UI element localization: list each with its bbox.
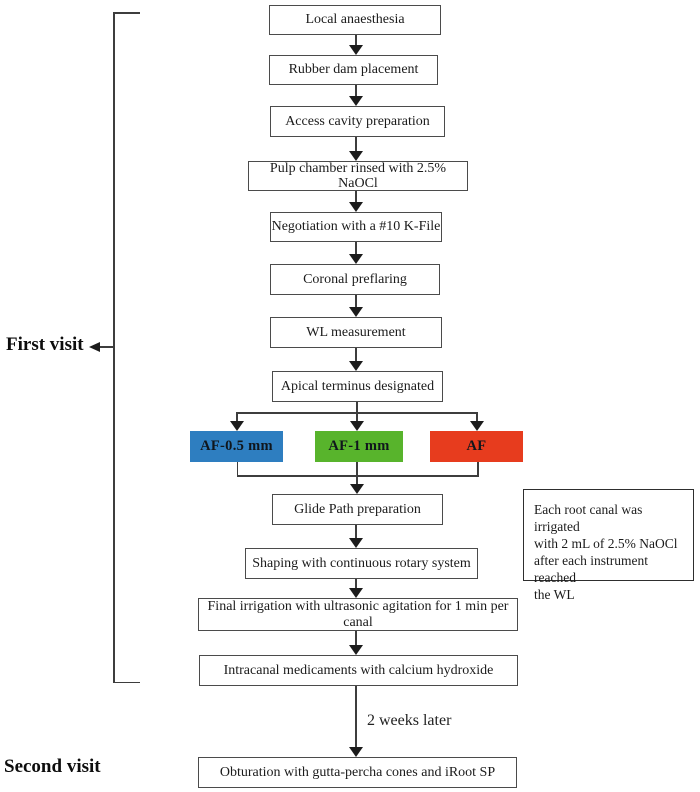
arrow-down	[349, 348, 363, 371]
arrow-down	[230, 412, 244, 431]
step-shaping-rotary: Shaping with continuous rotary system	[245, 548, 478, 579]
first-visit-label: First visit	[6, 334, 84, 355]
first-visit-arrowhead-icon	[89, 341, 100, 352]
note-line: after each instrument reached	[534, 553, 648, 585]
step-local-anaesthesia: Local anaesthesia	[269, 5, 441, 35]
first-visit-arrow-stem	[99, 346, 114, 348]
irrigation-note-box: Each root canal was irrigated with 2 mL …	[523, 489, 694, 602]
interval-label: 2 weeks later	[367, 712, 452, 729]
arrow-down	[349, 191, 363, 212]
branch-af-05mm: AF-0.5 mm	[190, 431, 283, 462]
note-line: the WL	[534, 587, 575, 602]
step-apical-terminus: Apical terminus designated	[272, 371, 443, 402]
merge-stem-left	[236, 462, 238, 476]
arrow-down	[349, 579, 363, 598]
step-negotiation: Negotiation with a #10 K-File	[270, 212, 442, 242]
step-glide-path: Glide Path preparation	[272, 494, 443, 525]
first-visit-bracket-bottom-cap	[113, 681, 140, 683]
arrow-down	[349, 242, 363, 264]
arrow-down	[349, 525, 363, 548]
note-line: Each root canal was irrigated	[534, 502, 643, 534]
step-intracanal-medicaments: Intracanal medicaments with calcium hydr…	[199, 655, 518, 686]
merge-stem-right	[477, 462, 479, 476]
arrow-down	[350, 475, 364, 494]
first-visit-bracket-line	[113, 12, 115, 683]
arrow-down	[350, 412, 364, 431]
arrow-down	[349, 295, 363, 317]
arrow-down	[470, 412, 484, 431]
step-wl-measurement: WL measurement	[270, 317, 442, 348]
branch-split-stem	[356, 402, 358, 413]
step-rubber-dam: Rubber dam placement	[269, 55, 438, 85]
first-visit-bracket-top-cap	[113, 12, 140, 14]
step-pulp-chamber-rinse: Pulp chamber rinsed with 2.5% NaOCl	[248, 161, 468, 191]
arrow-down	[349, 631, 363, 655]
step-access-cavity: Access cavity preparation	[270, 106, 445, 137]
note-line: with 2 mL of 2.5% NaOCl	[534, 536, 678, 551]
step-obturation: Obturation with gutta-percha cones and i…	[198, 757, 517, 788]
branch-af: AF	[430, 431, 523, 462]
arrow-down	[349, 137, 363, 161]
branch-af-1mm: AF-1 mm	[315, 431, 403, 462]
step-coronal-preflaring: Coronal preflaring	[270, 264, 440, 295]
merge-stem-center	[356, 462, 358, 476]
step-final-irrigation: Final irrigation with ultrasonic agitati…	[198, 598, 518, 631]
arrow-down	[349, 85, 363, 106]
arrow-down	[349, 686, 363, 757]
second-visit-label: Second visit	[4, 756, 101, 777]
arrow-down	[349, 35, 363, 55]
